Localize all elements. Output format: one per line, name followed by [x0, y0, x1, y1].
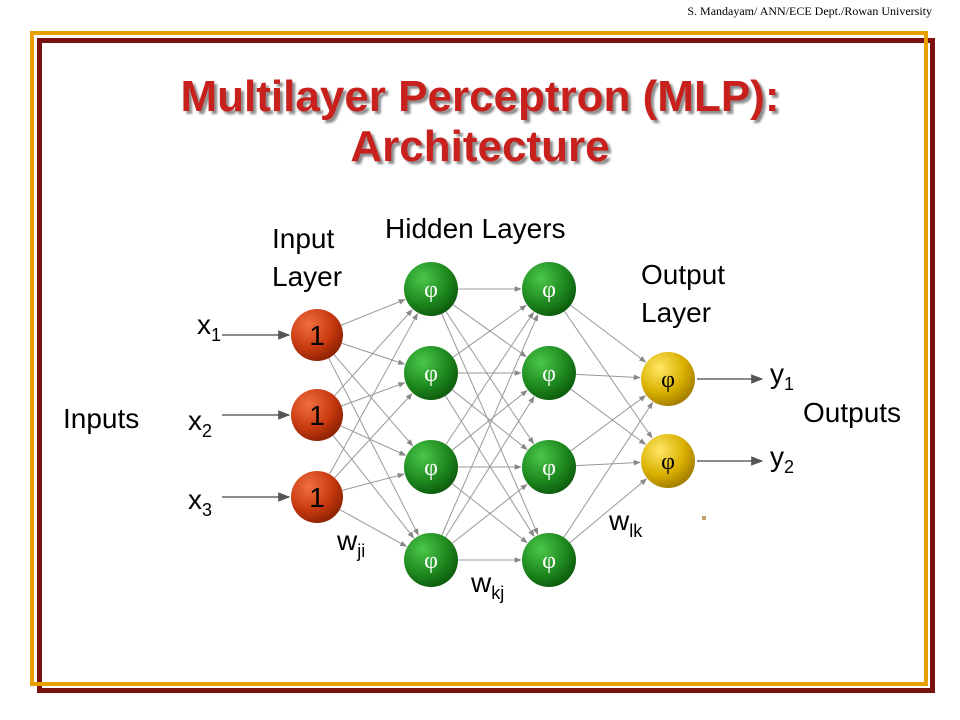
input-neuron-2	[291, 389, 343, 441]
weight-w-ji: wji	[337, 525, 366, 561]
input-neuron-1	[291, 309, 343, 361]
io-arrows	[222, 330, 764, 502]
input-neuron-3	[291, 471, 343, 523]
connection-line-33	[570, 395, 647, 452]
neuron-symbols: 1 1 1 φ φ φ φ φ φ φ φ φ φ	[309, 277, 675, 574]
input-neuron-1-label: 1	[309, 320, 325, 351]
stray-mark	[702, 516, 706, 520]
output-layer-label-line2: Layer	[641, 297, 712, 328]
hidden1-neuron-1	[404, 262, 458, 316]
connection-line-9	[329, 312, 418, 475]
connection-line-12	[339, 509, 408, 547]
output-neuron-2-label: φ	[661, 449, 675, 475]
outputs-label: Outputs	[803, 397, 902, 428]
output-y1: y1	[770, 358, 795, 394]
output-neuron-1-label: φ	[661, 367, 675, 393]
input-x1: x1	[197, 309, 222, 345]
slide-title: Multilayer Perceptron (MLP): Architectur…	[0, 72, 960, 172]
connection-line-32	[570, 388, 647, 445]
hidden1-neuron-3	[404, 440, 458, 494]
connection-line-8	[332, 435, 415, 539]
connection-line-34	[575, 459, 641, 467]
input-layer-label-line1: Input	[272, 223, 335, 254]
connection-line-3	[333, 354, 414, 447]
hidden2-neuron-3-label: φ	[542, 455, 556, 481]
hidden1-neuron-3-label: φ	[424, 455, 438, 481]
input-neuron-2-label: 1	[309, 400, 325, 431]
neurons	[291, 262, 695, 587]
connection-line-36	[569, 478, 648, 544]
connection-line-29	[570, 304, 647, 363]
input-layer-label-line2: Layer	[272, 261, 343, 292]
slide-frame-inner	[30, 31, 928, 686]
connection-line-35	[563, 401, 654, 538]
connection-line-25	[441, 314, 539, 536]
connection-line-7	[340, 425, 407, 456]
hidden2-neuron-4-label: φ	[542, 548, 556, 574]
connection-line-17	[452, 304, 527, 358]
hidden2-neuron-3	[522, 440, 576, 494]
connection-line-31	[575, 373, 641, 381]
title-line-2: Architecture	[350, 122, 610, 171]
connection-line-22	[451, 390, 528, 451]
output-neuron-1	[641, 352, 695, 406]
hidden-layers-label: Hidden Layers	[385, 213, 566, 244]
credit-line: S. Mandayam/ ANN/ECE Dept./Rowan Univers…	[687, 4, 932, 18]
hidden1-neuron-4	[404, 533, 458, 587]
connection-line-4	[328, 357, 419, 536]
connection-line-21	[445, 311, 534, 445]
hidden1-neuron-1-label: φ	[424, 277, 438, 303]
weight-w-lk: wlk	[609, 505, 643, 541]
input-layer-label: Input Layer	[272, 222, 342, 294]
connection-line-5	[334, 309, 413, 397]
hidden2-neuron-2	[522, 346, 576, 400]
hidden1-neuron-2	[404, 346, 458, 400]
output-neuron-2	[641, 434, 695, 488]
hidden2-neuron-4	[522, 533, 576, 587]
output-layer-label-line1: Output	[641, 259, 726, 290]
hidden2-neuron-1-label: φ	[542, 277, 556, 303]
title-line-1: Multilayer Perceptron (MLP):	[180, 72, 780, 121]
weight-w-kj: wkj	[471, 567, 505, 603]
output-layer-label: Output Layer	[641, 258, 725, 330]
hidden1-neuron-4-label: φ	[424, 548, 438, 574]
connection-line-1	[340, 299, 406, 326]
connection-line-11	[342, 473, 405, 491]
weight-connections	[328, 286, 654, 563]
slide-frame-outer	[37, 38, 935, 693]
hidden2-neuron-1	[522, 262, 576, 316]
hidden2-neuron-2-label: φ	[542, 361, 556, 387]
inputs-label: Inputs	[63, 403, 140, 434]
connection-line-10	[334, 393, 413, 479]
hidden1-neuron-2-label: φ	[424, 361, 438, 387]
input-x2: x2	[188, 405, 213, 441]
input-x3: x3	[188, 484, 213, 520]
connection-line-27	[451, 483, 528, 544]
connection-line-26	[444, 396, 535, 538]
input-neuron-3-label: 1	[309, 482, 325, 513]
connection-line-30	[563, 310, 653, 439]
output-y2: y2	[770, 441, 795, 477]
